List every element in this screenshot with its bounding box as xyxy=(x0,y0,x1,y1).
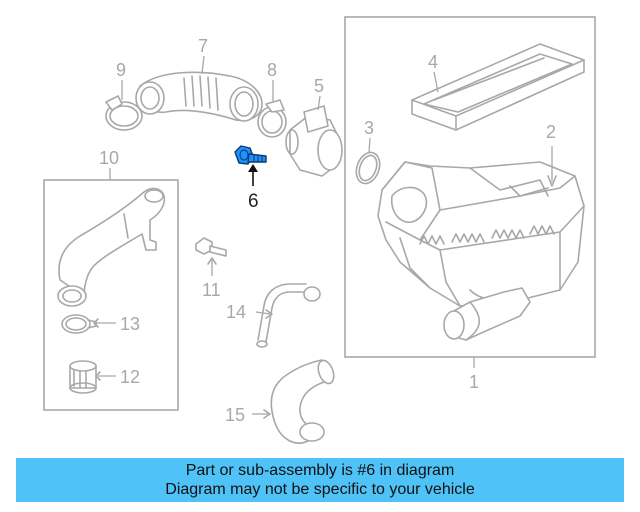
part-13-clamp xyxy=(61,314,97,334)
callout-13: 13 xyxy=(120,314,140,334)
callout-9: 9 xyxy=(116,60,126,80)
part-6-arrowhead xyxy=(248,164,258,172)
part-6-bolt-highlighted xyxy=(234,145,267,165)
part-3-o-ring xyxy=(355,151,381,185)
callout-12: 12 xyxy=(120,367,140,387)
callout-1: 1 xyxy=(469,372,479,392)
part-1-outlet-tube xyxy=(443,287,531,341)
callout-15: 15 xyxy=(225,405,245,425)
assembly-box-air-cleaner xyxy=(344,16,596,358)
callout-7: 7 xyxy=(198,36,208,56)
callout-6: 6 xyxy=(248,191,259,212)
part-10-resonator-duct xyxy=(57,187,166,307)
callout-2: 2 xyxy=(546,122,556,142)
info-banner: Part or sub-assembly is #6 in diagram Di… xyxy=(16,458,624,502)
callout-3: 3 xyxy=(364,118,374,138)
callout-4: 4 xyxy=(428,52,438,72)
part-9-hose-clamp xyxy=(105,95,143,131)
banner-line-disclaimer: Diagram may not be specific to your vehi… xyxy=(165,481,475,498)
callout-14: 14 xyxy=(226,302,246,322)
callout-5: 5 xyxy=(314,76,324,96)
callout-8: 8 xyxy=(267,60,277,80)
part-11-bolt xyxy=(195,237,227,257)
callout-11: 11 xyxy=(202,280,221,300)
part-4-air-filter xyxy=(411,43,585,131)
banner-line-part-number: Part or sub-assembly is #6 in diagram xyxy=(185,462,455,479)
callout-10: 10 xyxy=(99,148,119,168)
part-6-bolt-shank xyxy=(247,153,267,163)
part-12-coupler xyxy=(69,360,97,394)
part-14-hose xyxy=(256,283,321,348)
part-8-hose-clamp xyxy=(257,99,287,138)
part-5-maf-sensor xyxy=(285,105,343,177)
part-7-intake-hose xyxy=(135,71,263,122)
part-15-elbow-hose xyxy=(270,359,335,444)
part-1-air-cleaner-housing xyxy=(377,161,585,307)
assembly-box-part-10 xyxy=(43,179,179,411)
